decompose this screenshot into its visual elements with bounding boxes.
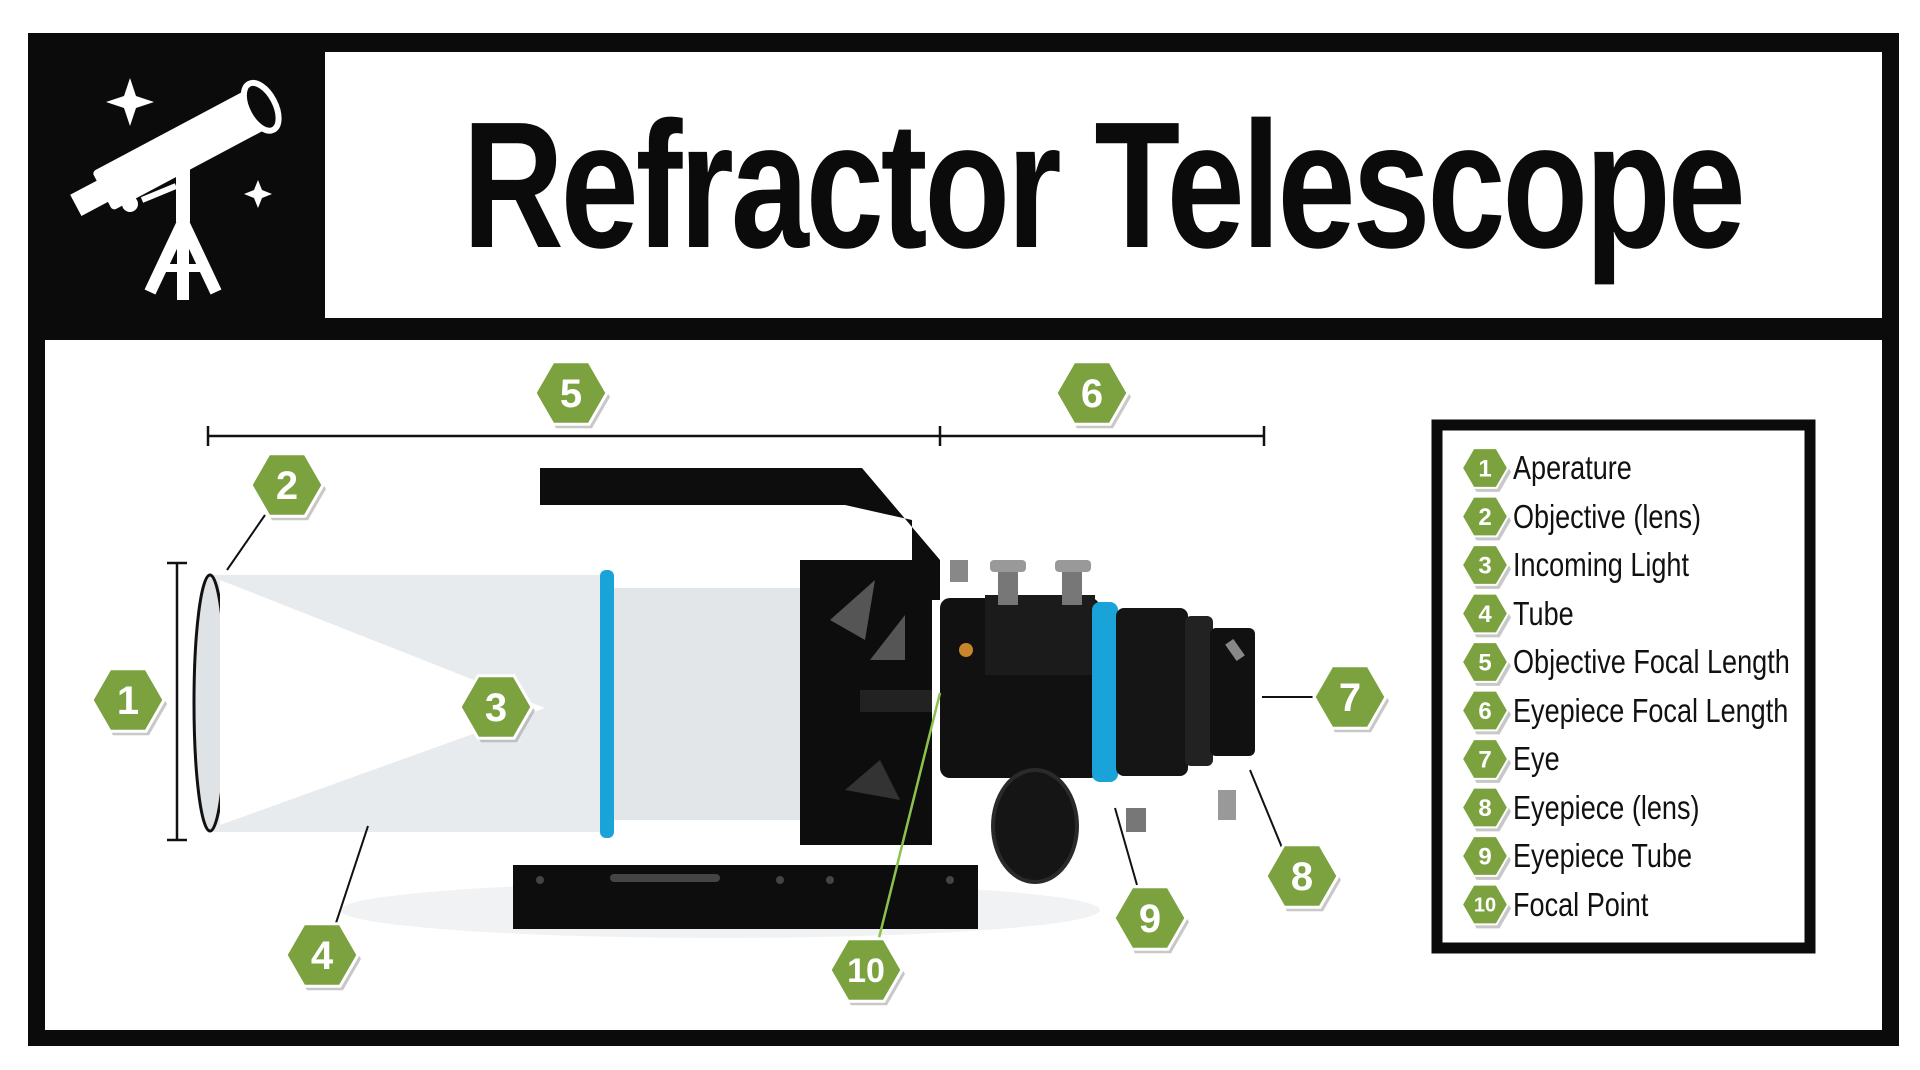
callout-badge-8: 8 [1264, 843, 1341, 912]
legend-badge-9: 9 [1460, 835, 1511, 880]
legend-badge-4: 4 [1460, 592, 1511, 638]
legend-label-10: Focal Point [1513, 885, 1649, 923]
legend-badge-5-number: 5 [1478, 649, 1491, 676]
callout-badge-2: 2 [249, 452, 326, 521]
legend-label-6: Eyepiece Focal Length [1513, 691, 1789, 729]
callout-badge-9: 9 [1112, 885, 1189, 954]
callout-badge-4-number: 4 [311, 934, 334, 978]
callout-badge-9-number: 9 [1139, 897, 1161, 941]
callout-badge-6: 6 [1054, 360, 1131, 429]
leader-lines [226, 514, 1318, 927]
callout-badge-7-number: 7 [1339, 676, 1361, 720]
legend-label-9: Eyepiece Tube [1513, 837, 1693, 874]
callout-badge-1: 1 [90, 667, 167, 736]
star-icon [106, 78, 154, 126]
legend-label-1: Aperature [1513, 449, 1632, 486]
dimension-lines [167, 426, 1266, 842]
focal-point-line [876, 692, 942, 943]
legend-badge-8: 8 [1460, 786, 1511, 832]
legend-label-3: Incoming Light [1513, 546, 1690, 583]
legend-label-4: Tube [1513, 594, 1574, 632]
callout-badge-7: 7 [1312, 664, 1389, 733]
legend-badge-7-number: 7 [1478, 746, 1491, 773]
legend-badge-10: 10 [1460, 883, 1511, 929]
telescope-illustration [192, 468, 1255, 938]
title-panel [325, 52, 1882, 318]
callout-badge-3: 3 [458, 674, 535, 743]
callout-badge-1-number: 1 [117, 679, 139, 723]
legend-badge-2-number: 2 [1478, 504, 1491, 531]
callout-badge-8-number: 8 [1291, 855, 1313, 899]
legend-badge-1: 1 [1460, 447, 1511, 492]
telescope-logo-icon [70, 78, 282, 300]
callout-badge-5: 5 [533, 360, 610, 429]
callout-badge-5-number: 5 [560, 372, 582, 416]
legend-badges: 1 2 3 4 5 6 7 8 9 10 [1460, 447, 1511, 929]
legend-badge-3-number: 3 [1478, 552, 1491, 579]
legend-badge-10-number: 10 [1474, 895, 1496, 917]
legend-label-8: Eyepiece (lens) [1513, 788, 1700, 826]
callout-badge-3-number: 3 [485, 686, 507, 730]
legend-badge-8-number: 8 [1478, 795, 1491, 822]
callout-badge-6-number: 6 [1081, 372, 1103, 416]
callout-badge-4: 4 [284, 922, 361, 991]
callout-badge-10: 10 [828, 937, 905, 1006]
legend-label-5: Objective Focal Length [1513, 643, 1790, 680]
legend-badge-1-number: 1 [1478, 455, 1491, 482]
legend-label-7: Eye [1513, 740, 1560, 777]
legend-badge-3: 3 [1460, 544, 1511, 589]
legend-badge-5: 5 [1460, 641, 1511, 686]
legend-badge-6-number: 6 [1478, 698, 1491, 725]
page-title: Refractor Telescope [462, 84, 1745, 286]
callout-badges: 1 2 3 4 5 6 7 8 9 10 [90, 360, 1389, 1006]
star-icon [244, 180, 272, 208]
legend-badge-7: 7 [1460, 738, 1511, 783]
legend-badge-6: 6 [1460, 689, 1511, 735]
legend-badge-4-number: 4 [1478, 601, 1492, 628]
legend-label-2: Objective (lens) [1513, 497, 1701, 535]
legend-badge-9-number: 9 [1478, 843, 1491, 870]
callout-badge-10-number: 10 [847, 952, 885, 990]
legend-badge-2: 2 [1460, 495, 1511, 541]
callout-badge-2-number: 2 [276, 464, 298, 508]
